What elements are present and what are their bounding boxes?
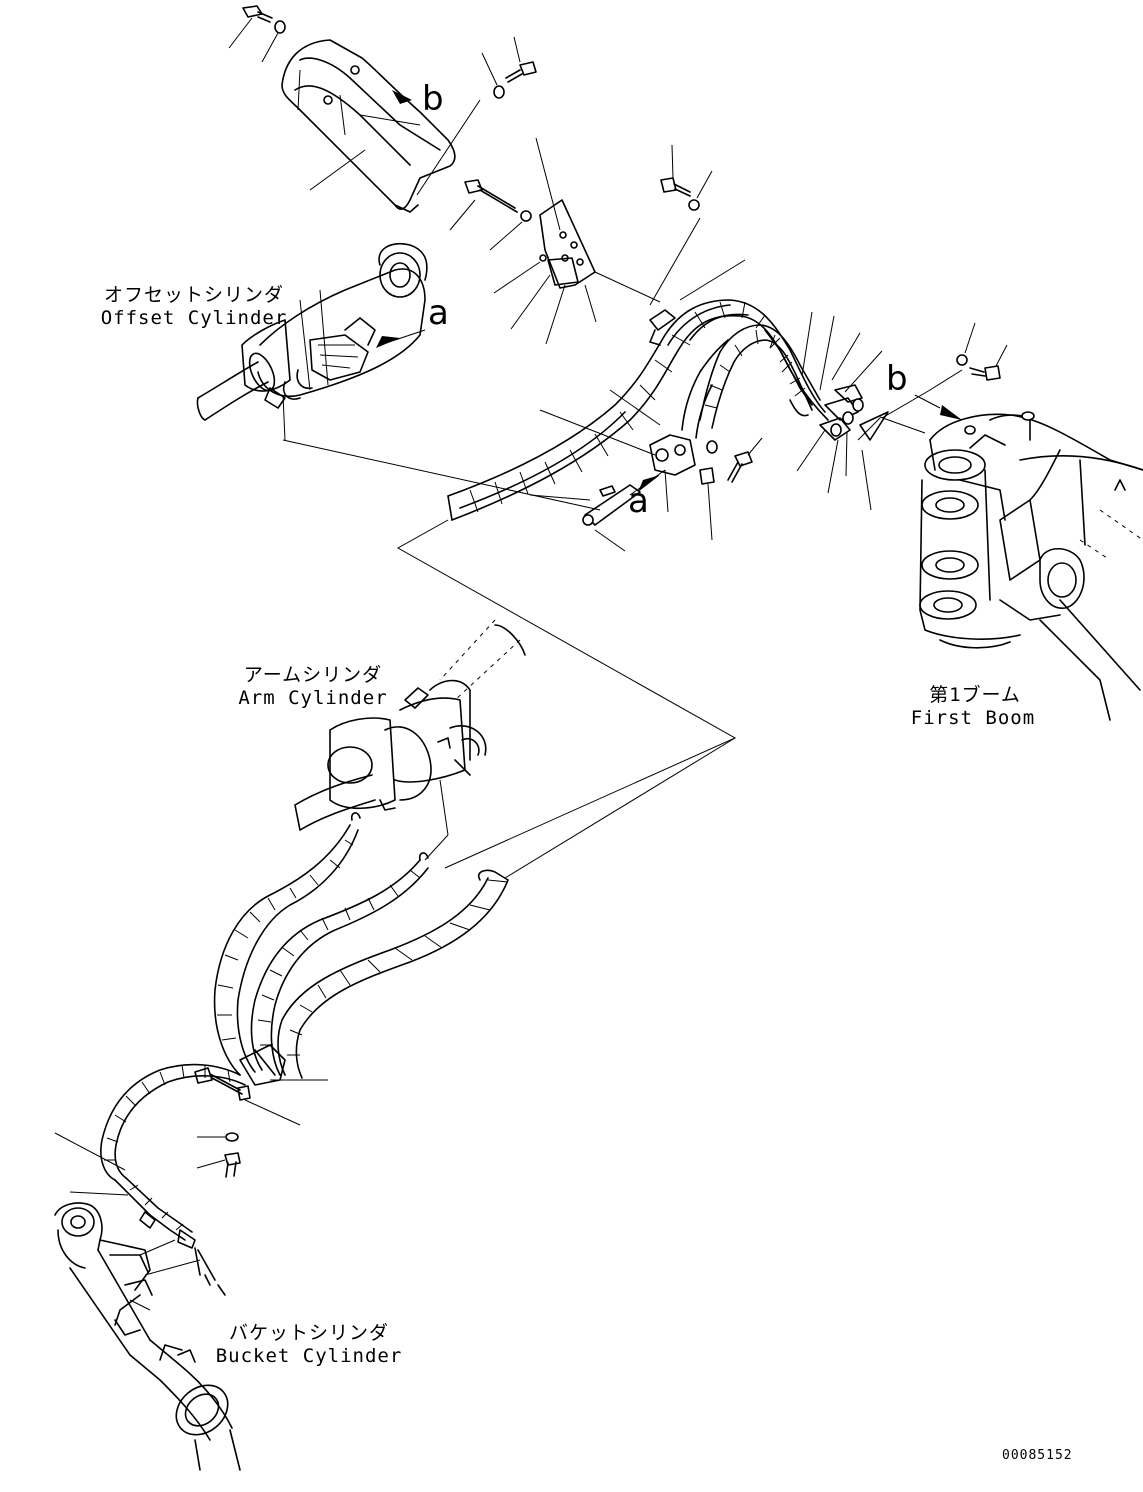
bracket-plate bbox=[493, 137, 597, 345]
boom-washer bbox=[956, 322, 976, 366]
arm-cylinder bbox=[294, 619, 526, 861]
first-boom bbox=[919, 411, 1143, 721]
arrow-a-offset-line bbox=[379, 329, 426, 346]
long-bolt bbox=[449, 179, 518, 231]
lower-bolt bbox=[196, 1152, 241, 1178]
offset-cylinder-en-label: Offset Cylinder bbox=[100, 307, 288, 329]
lower-clamp-bolt bbox=[194, 1067, 301, 1126]
document-number: 00085152 bbox=[1002, 1448, 1073, 1463]
callout-b-right: b bbox=[886, 359, 908, 399]
top-bolt-right bbox=[505, 36, 537, 83]
callout-a-mid: a bbox=[628, 481, 649, 521]
lower-washer bbox=[197, 1132, 239, 1142]
connection-lines bbox=[282, 439, 737, 879]
boom-bolt bbox=[969, 344, 1008, 381]
arrow-b-right bbox=[940, 405, 962, 420]
offset-cylinder-jp-label: オフセットシリンダ bbox=[104, 284, 285, 306]
mid-bolt bbox=[660, 144, 691, 197]
bucket-cylinder-en-label: Bucket Cylinder bbox=[215, 1345, 403, 1367]
top-washer-left bbox=[261, 20, 286, 63]
bucket-cylinder bbox=[54, 1202, 241, 1471]
leader-mid bbox=[649, 217, 701, 306]
top-washer-right bbox=[481, 52, 505, 99]
callout-a-top: a bbox=[428, 293, 449, 333]
leader-boom-washer bbox=[881, 369, 963, 419]
arrow-b-right-line bbox=[914, 394, 941, 409]
leader-cover bbox=[309, 149, 366, 191]
mid-washer bbox=[688, 170, 713, 211]
arm-cylinder-en-label: Arm Cylinder bbox=[238, 687, 388, 709]
first-boom-en-label: First Boom bbox=[910, 707, 1036, 729]
bucket-cylinder-jp-label: バケットシリンダ bbox=[228, 1322, 389, 1344]
callout-b-top: b bbox=[422, 79, 444, 119]
arm-cylinder-jp-label: アームシリンダ bbox=[243, 664, 383, 686]
upper-hose-bundle bbox=[447, 299, 889, 521]
top-bolt-left bbox=[228, 5, 273, 49]
offset-cylinder bbox=[196, 243, 428, 441]
hose-cover-guard bbox=[281, 39, 456, 213]
first-boom-jp-label: 第1ブーム bbox=[929, 684, 1021, 706]
upper-bundle-leaders bbox=[679, 259, 926, 511]
leader-cover-b bbox=[416, 99, 481, 196]
arrow-b-top bbox=[392, 90, 412, 104]
leader-plate bbox=[594, 271, 661, 303]
long-bolt-washer bbox=[489, 210, 532, 251]
lower-hose-bundle bbox=[54, 812, 509, 1296]
upper-bundle-clamp bbox=[529, 309, 763, 552]
